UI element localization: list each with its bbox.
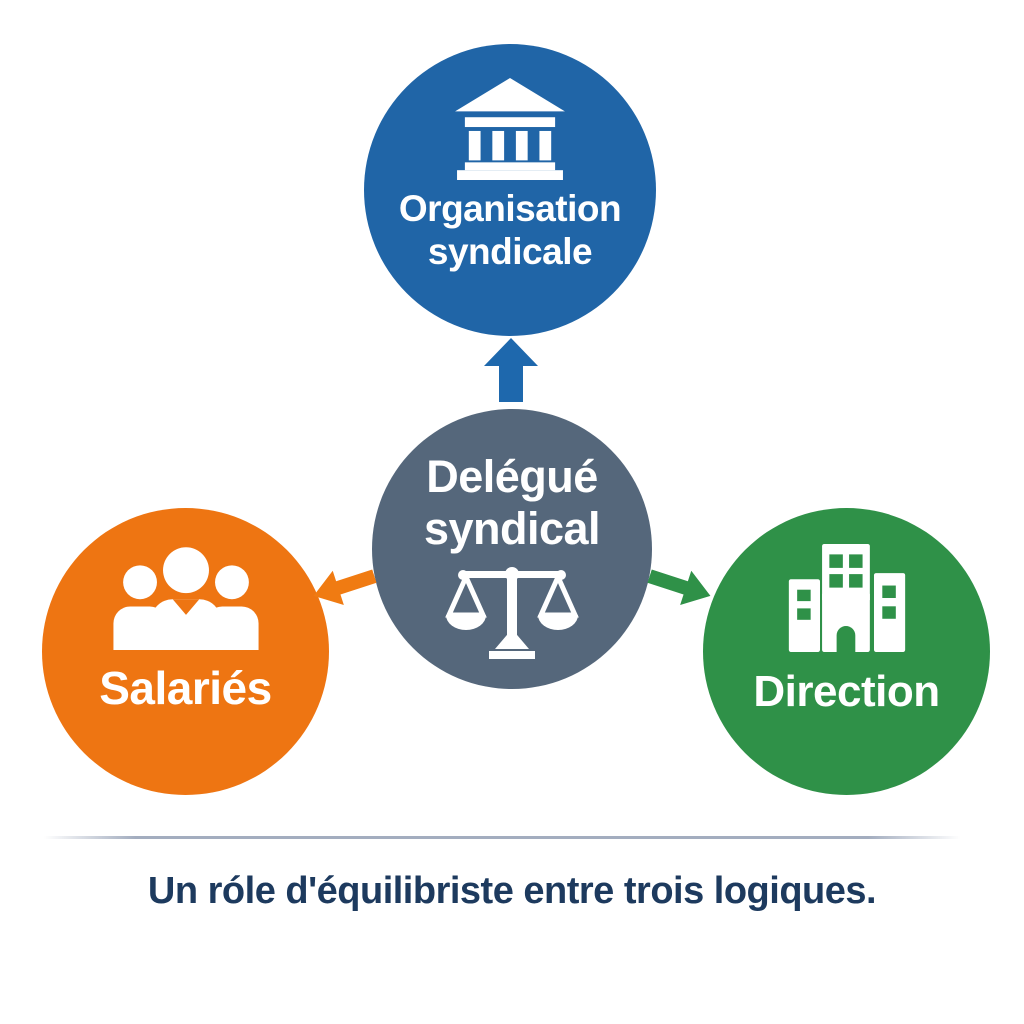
node-label-line1: Delégué bbox=[426, 451, 598, 502]
node-organisation-syndicale: Organisation syndicale bbox=[364, 44, 656, 336]
people-icon bbox=[106, 546, 266, 650]
node-salaries: Salariés bbox=[42, 508, 329, 795]
bank-icon bbox=[451, 78, 569, 180]
node-direction: Direction bbox=[703, 508, 990, 795]
arrow-up-icon bbox=[484, 338, 538, 402]
node-label: Direction bbox=[753, 667, 940, 716]
caption-text: Un róle d'équilibriste entre trois logiq… bbox=[147, 870, 877, 912]
scale-icon bbox=[445, 561, 579, 661]
divider-line bbox=[44, 836, 960, 839]
arrow-down-right-icon bbox=[644, 559, 716, 613]
buildings-icon bbox=[776, 544, 918, 652]
node-label: Organisation syndicale bbox=[398, 188, 622, 274]
arrow-down-left-icon bbox=[308, 559, 380, 613]
node-label: Delégué syndical bbox=[423, 451, 601, 555]
node-label: Salariés bbox=[99, 662, 272, 714]
node-label-line2: syndicale bbox=[427, 230, 593, 272]
node-delegue-syndical: Delégué syndical bbox=[372, 409, 652, 689]
node-label-line2: syndical bbox=[423, 503, 601, 555]
node-label-line1: Organisation bbox=[398, 188, 622, 229]
